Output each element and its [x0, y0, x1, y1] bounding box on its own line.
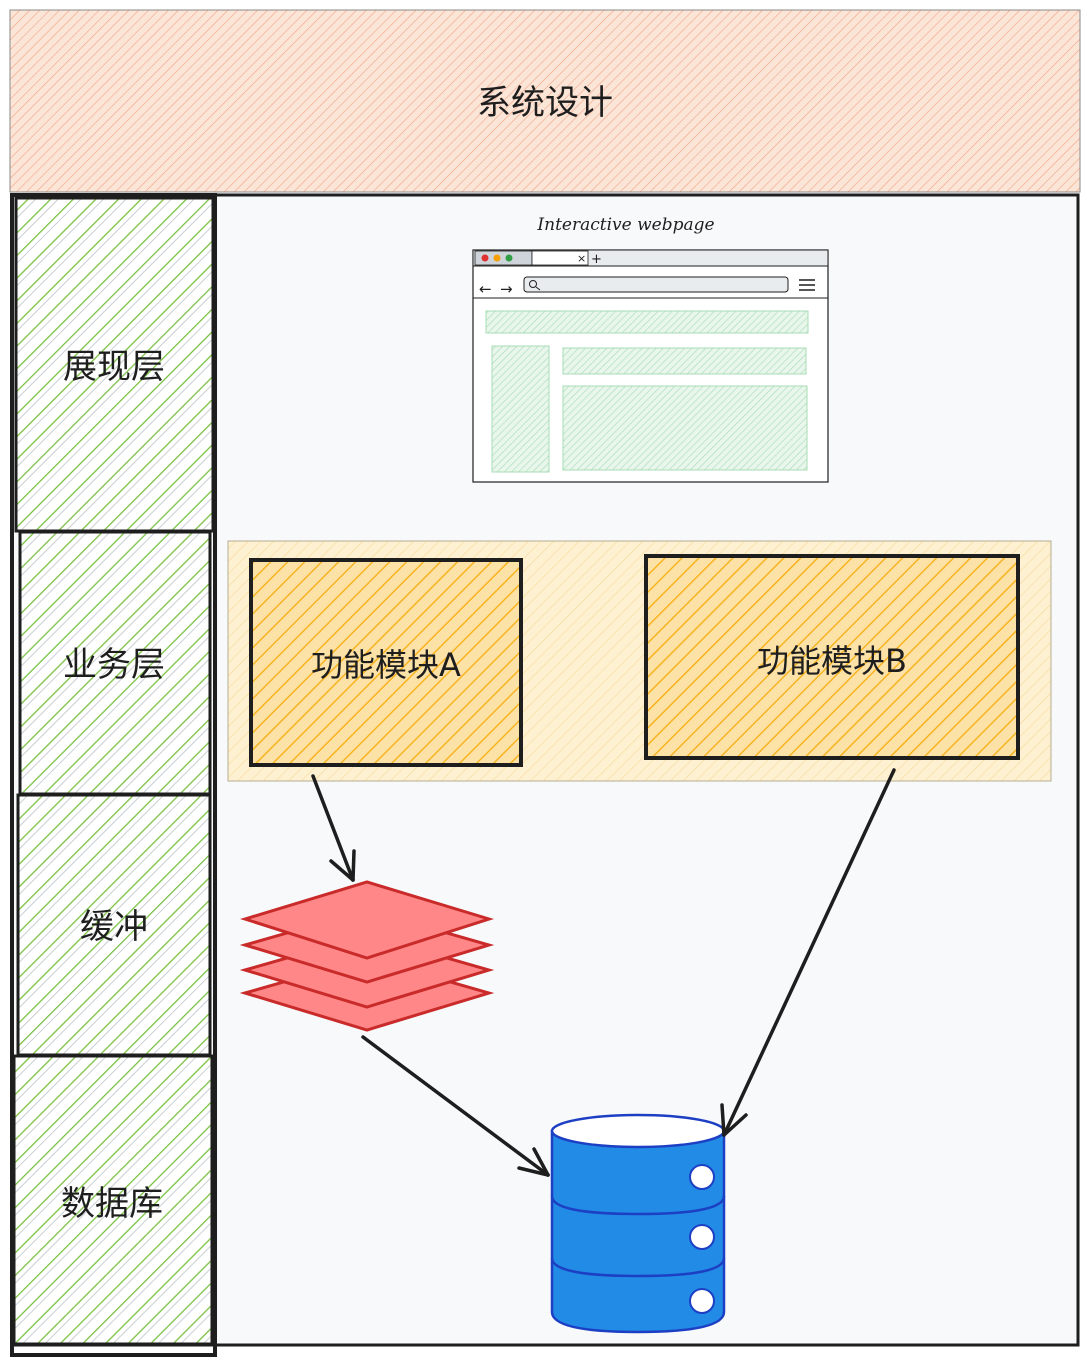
layer-presentation: 展现层: [14, 196, 215, 533]
svg-text:+: +: [591, 252, 602, 267]
business-container: 功能模块A 功能模块B: [227, 540, 1052, 782]
header-title: 系统设计: [477, 83, 613, 123]
layer-business: 业务层: [18, 530, 212, 796]
webpage-mockup: Interactive webpage × + ← →: [472, 215, 829, 483]
layer-label: 数据库: [61, 1184, 163, 1224]
layer-database: 数据库: [12, 1054, 214, 1346]
header-band: 系统设计: [9, 9, 1081, 193]
arrow-cache-to-database: [361, 1035, 550, 1177]
svg-text:←: ←: [479, 280, 492, 298]
module-label: 功能模块B: [757, 642, 907, 680]
database-icon: [550, 1113, 726, 1334]
module-a-box: 功能模块A: [249, 558, 523, 767]
module-b-box: 功能模块B: [644, 554, 1020, 760]
layer-column: 展现层 业务层 缓冲 数据库: [10, 193, 217, 1357]
layer-label: 展现层: [63, 347, 165, 387]
webpage-caption: Interactive webpage: [536, 215, 714, 235]
module-label: 功能模块A: [311, 646, 461, 684]
browser-window-icon: × + ← →: [472, 249, 829, 483]
layer-label: 缓冲: [80, 907, 148, 947]
layer-label: 业务层: [63, 645, 165, 685]
layer-cache: 缓冲: [16, 793, 212, 1057]
svg-text:×: ×: [577, 252, 586, 265]
arrow-module-a-to-cache: [311, 774, 356, 882]
arrow-module-b-to-database: [720, 768, 896, 1137]
stacked-layers-icon: [239, 880, 495, 1032]
svg-text:→: →: [500, 280, 513, 298]
